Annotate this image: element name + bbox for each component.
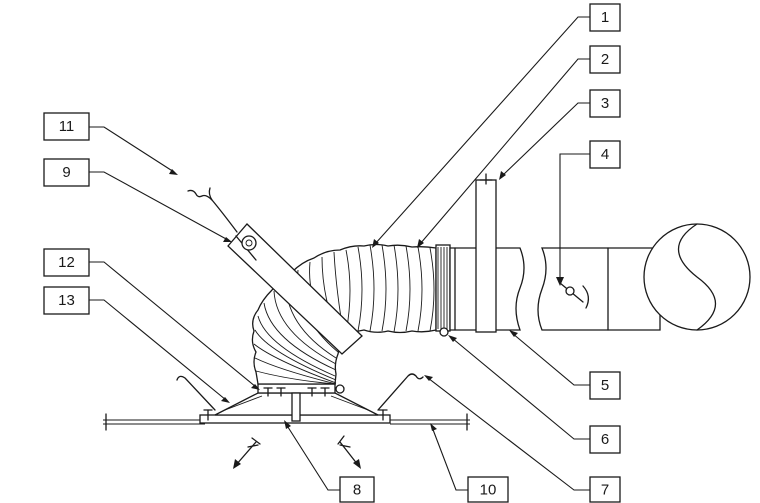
callout-8-label: 8 [353,482,361,499]
callout-3: 3 [589,89,621,118]
callout-12-label: 12 [58,254,75,271]
vertical-support [475,173,497,333]
callout-5-label: 5 [601,377,609,394]
ceiling-panel [103,413,470,431]
callout-4: 4 [589,140,621,169]
callout-12: 12 [43,248,90,277]
callout-10: 10 [467,476,509,503]
callout-9-label: 9 [62,164,70,181]
callout-7-label: 7 [601,482,609,499]
callout-11: 11 [43,112,90,141]
callout-1: 1 [589,3,621,32]
callout-5: 5 [589,371,621,400]
leader-lines [89,16,590,491]
callout-1-label: 1 [601,9,609,26]
callout-2: 2 [589,45,621,74]
callout-3-label: 3 [601,95,609,112]
callout-2-label: 2 [601,51,609,68]
callout-6: 6 [589,425,621,454]
callout-10-label: 10 [480,482,497,499]
callout-13-label: 13 [58,292,75,309]
callout-13: 13 [43,286,90,315]
main-duct [537,223,751,331]
airflow-arrows [233,435,361,469]
callout-11-label: 11 [59,118,75,135]
callout-8: 8 [339,476,375,503]
callout-9: 9 [43,158,90,187]
callout-6-label: 6 [601,431,609,448]
callout-4-label: 4 [601,146,609,163]
ceiling-diffuser [199,383,391,424]
callout-7: 7 [589,476,621,503]
